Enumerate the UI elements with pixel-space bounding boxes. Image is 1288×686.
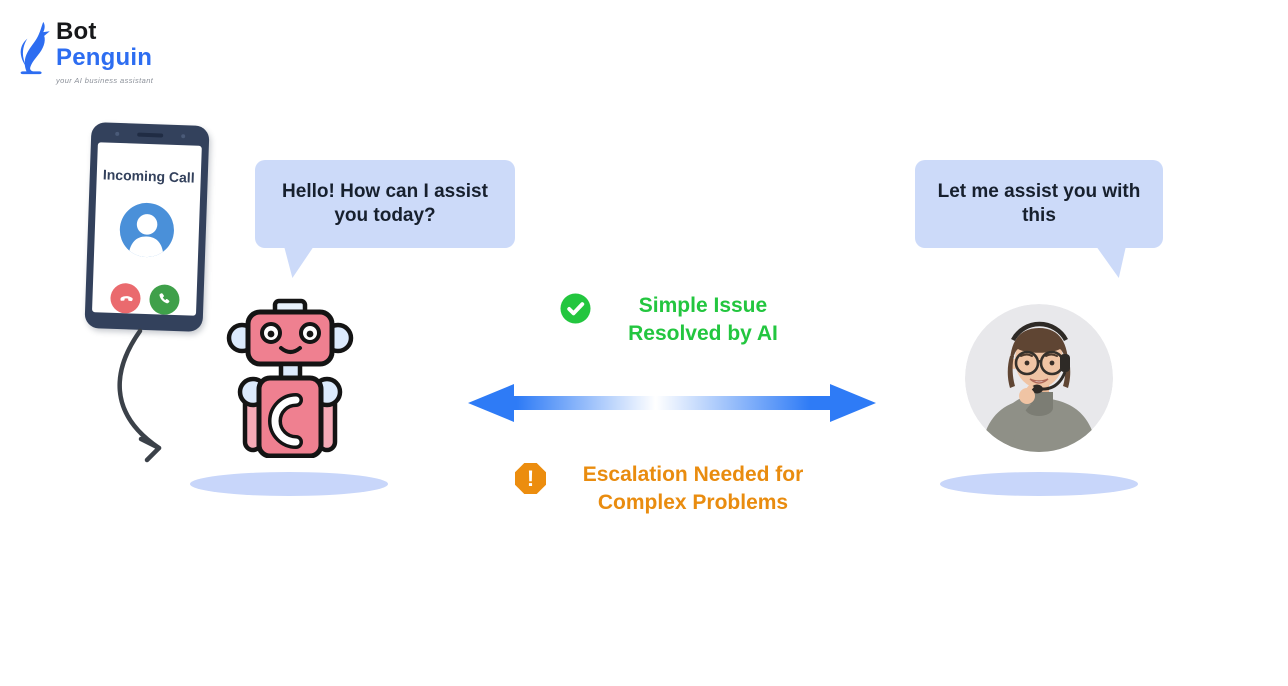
botpenguin-logo: Bot Penguin your AI business assistant <box>14 20 153 85</box>
agent-speech-bubble: Let me assist you with this <box>915 160 1163 248</box>
logo-tagline: your AI business assistant <box>56 76 154 85</box>
caller-avatar-icon <box>119 202 174 258</box>
bot-speech-text: Hello! How can I assist you today? <box>282 181 488 226</box>
bidirectional-arrow <box>468 384 876 422</box>
agent-speech-text: Let me assist you with this <box>937 181 1141 226</box>
support-agent-photo <box>965 304 1113 452</box>
warning-glyph: ! <box>526 465 535 491</box>
ai-phone-bot-illustration <box>226 298 354 458</box>
check-circle-icon <box>560 293 591 324</box>
agent-speech-bubble-tail <box>1096 246 1126 278</box>
agent-shadow <box>940 472 1138 496</box>
support-agent-illustration <box>965 304 1113 452</box>
decline-call-icon <box>109 282 141 314</box>
incoming-call-label: Incoming Call <box>102 166 195 186</box>
phone-camera-dot <box>115 131 120 136</box>
phone-speaker <box>137 132 164 138</box>
escalation-outcome-label: Escalation Needed for Complex Problems <box>582 463 804 514</box>
robot-shadow <box>190 472 388 496</box>
bot-speech-bubble: Hello! How can I assist you today? <box>255 160 515 248</box>
phone-screen: Incoming Call <box>91 142 202 316</box>
warning-octagon-icon: ! <box>515 463 546 494</box>
logo-text-penguin: Penguin <box>56 44 153 71</box>
escalation-outcome: ! Escalation Needed for Complex Problems <box>515 461 828 517</box>
accept-call-icon <box>148 284 180 316</box>
resolved-outcome: Simple Issue Resolved by AI <box>560 292 803 348</box>
curved-arrow-phone-to-bot <box>117 328 162 463</box>
resolved-outcome-label: Simple Issue Resolved by AI <box>628 294 778 345</box>
incoming-call-phone: Incoming Call <box>84 122 210 332</box>
bot-speech-bubble-tail <box>284 246 314 278</box>
logo-text-bot: Bot <box>56 18 97 45</box>
phone-camera-dot <box>181 134 186 139</box>
penguin-icon <box>20 21 50 75</box>
